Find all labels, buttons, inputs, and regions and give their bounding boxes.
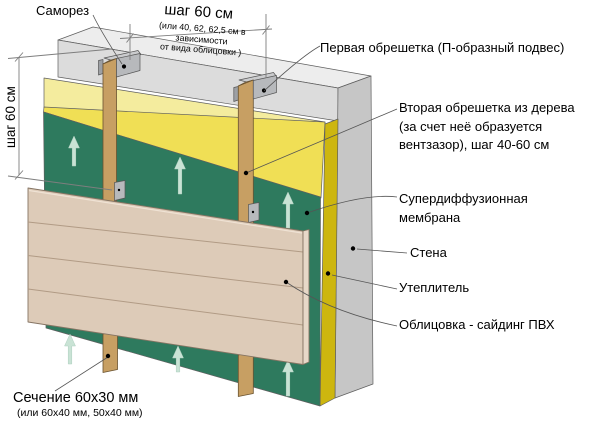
dot-stena	[350, 246, 356, 251]
label-vtoraya-line1: Вторая обрешетка из дерева	[399, 100, 575, 115]
left-dim-tick	[14, 52, 24, 62]
bracket-2-screw	[251, 210, 255, 214]
left-dim-tick	[14, 170, 24, 180]
siding-panel-top-highlight	[28, 189, 303, 234]
leader-membrana	[306, 195, 398, 214]
dot-membrana	[304, 210, 310, 216]
leader-pervaya	[263, 45, 321, 92]
dot-sechenie	[105, 353, 111, 359]
left-dim-ext	[7, 48, 113, 59]
siding-seam	[27, 221, 304, 253]
vent-arrows	[64, 135, 294, 397]
leader-samorez	[92, 14, 123, 65]
dot-vtoraya	[243, 170, 249, 176]
leader-lines	[54, 14, 408, 392]
hanger-1-screw	[121, 64, 127, 69]
vent-arrow-icon	[282, 191, 294, 229]
batten-2-lower	[237, 351, 254, 397]
label-uteplitel: Утеплитель	[399, 280, 470, 295]
leader-sechenie	[54, 356, 109, 392]
batten-2	[237, 79, 254, 227]
leader-dots	[105, 170, 356, 359]
leader-stena	[356, 248, 408, 254]
section-title: Сечение 60х30 мм	[13, 390, 139, 406]
siding-seam	[27, 255, 304, 289]
leader-uteplitel	[331, 274, 398, 290]
label-vtoraya: Вторая обрешетка из дерева (за счет неё …	[399, 99, 575, 155]
bracket-1-screw	[117, 188, 121, 192]
dot-oblicovka	[283, 279, 289, 285]
left-dim-ext	[7, 175, 113, 191]
label-vtoraya-line2: (за счет неё образуется	[399, 118, 543, 134]
hanger-1-right-leg	[116, 53, 141, 78]
vent-arrow-icon	[174, 156, 186, 195]
top-dim-line	[119, 28, 273, 39]
label-vtoraya-line3: вентзазор), шаг 40-60 см	[399, 137, 550, 152]
insulation-side-face	[319, 118, 339, 407]
label-membrana-line1: Супердиффузионная	[399, 191, 528, 206]
vent-arrow-icon	[64, 333, 76, 365]
dimension-lines	[7, 14, 273, 191]
siding-panel	[27, 187, 310, 365]
siding-seam	[27, 288, 304, 326]
wall-side-face	[334, 75, 374, 399]
label-stena: Стена	[410, 245, 447, 260]
vent-arrow-icon	[282, 359, 294, 397]
vent-arrow-icon	[172, 345, 184, 373]
hanger-1-left-leg	[98, 59, 104, 76]
label-oblicovka: Облицовка - сайдинг ПВХ	[399, 317, 555, 332]
batten-1	[102, 58, 117, 204]
section-note: (или 60х40 мм, 50х40 мм)	[17, 407, 143, 419]
siding-panel-edge	[302, 229, 310, 365]
label-pervaya: Первая обрешетка (П-образный подвес)	[320, 40, 565, 55]
leader-vtoraya	[245, 108, 398, 174]
label-membrana-line2: мембрана	[399, 209, 461, 225]
hanger-2-right-leg	[252, 75, 277, 100]
dot-uteplitel	[325, 271, 331, 276]
hanger-2-left-leg	[233, 86, 239, 102]
batten-1-lower	[102, 330, 118, 373]
left-dim-label: шаг 60 см	[3, 86, 18, 148]
batten-1-body	[102, 58, 117, 204]
vent-arrow-icon	[68, 135, 80, 167]
label-samorez: Саморез	[36, 3, 90, 18]
leader-oblicovka	[285, 281, 398, 327]
label-membrana: Супердиффузионная мембрана	[399, 190, 528, 227]
